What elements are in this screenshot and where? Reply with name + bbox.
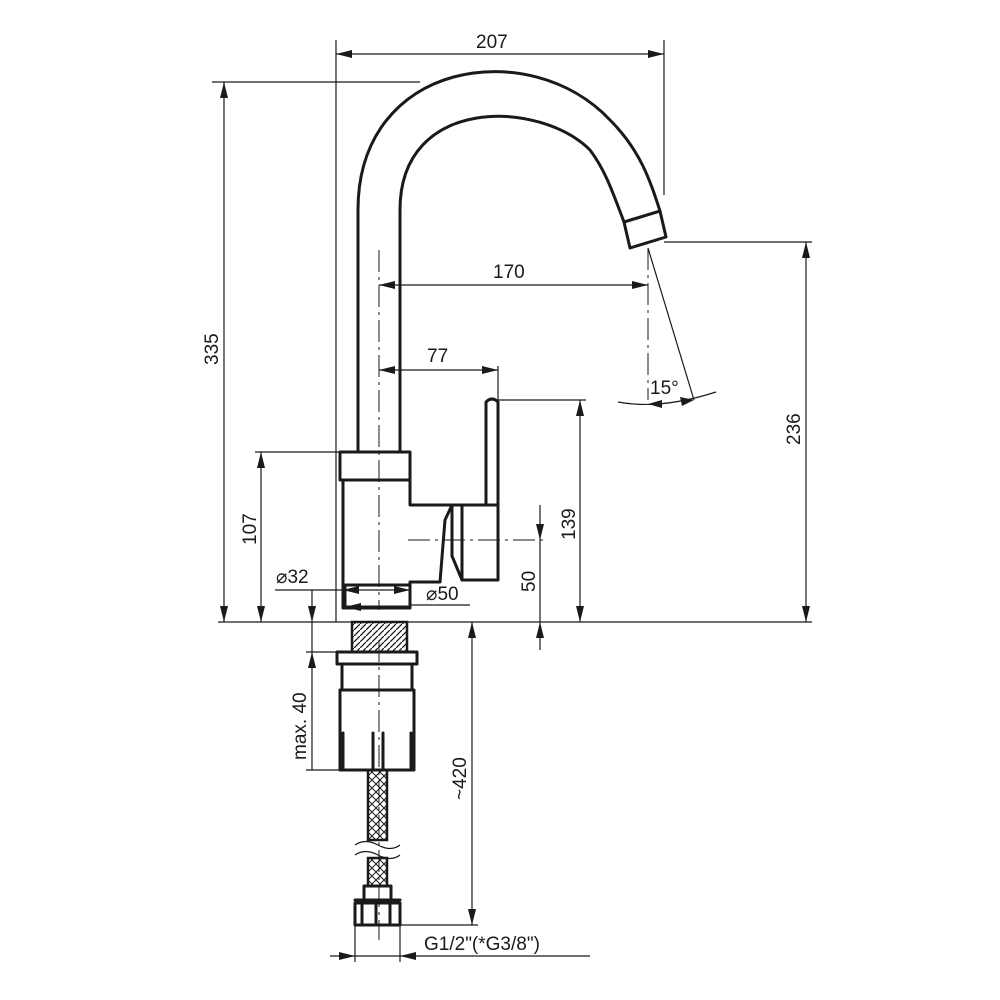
braided-hose [366,768,389,842]
label-handle-center: 50 [519,571,540,592]
spout-collar [338,450,412,482]
faucet-outline [338,70,668,610]
label-spout-angle: 15° [650,378,679,399]
mounting-assembly [335,620,419,927]
hose-ferrule [362,884,393,902]
hex-fitting [353,901,402,927]
label-overall-width: 207 [476,32,508,53]
label-thread-spec: G1/2"(*G3/8") [424,934,540,955]
centerlines [378,248,649,940]
spout [356,70,662,454]
label-spout-reach: 170 [493,262,525,283]
aerator [622,209,668,250]
label-overall-height: 335 [202,333,223,365]
lock-nut [335,650,419,666]
lock-washer [340,662,414,692]
label-body-diameter: ⌀32 [276,567,309,588]
label-hose-length: ~420 [450,757,471,800]
mounting-sleeve [338,688,416,772]
label-handle-offset: 77 [427,346,448,367]
dimension-lines [212,40,812,962]
label-max-mount-thickness: max. 40 [290,692,311,760]
cartridge-housing [450,503,500,582]
label-body-height: 107 [240,513,261,545]
label-handle-height: 139 [559,508,580,540]
label-base-diameter: ⌀50 [426,584,459,605]
dimension-labels: 207 335 170 77 15° 236 139 107 ⌀32 ⌀50 5… [202,32,805,955]
label-spout-height: 236 [784,413,805,445]
lever-handle [484,397,500,507]
